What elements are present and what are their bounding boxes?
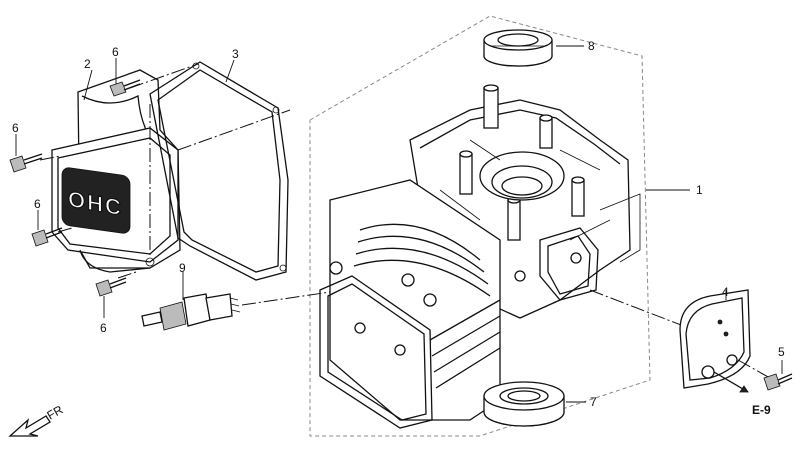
callout-1: 1	[696, 183, 703, 197]
arrow-front-icon	[8, 415, 51, 437]
callout-6-left: 6	[12, 121, 19, 135]
callout-8: 8	[588, 39, 595, 53]
callout-5: 5	[778, 345, 785, 359]
callout-7: 7	[590, 395, 597, 409]
bolt-6c	[31, 227, 63, 247]
callout-2: 2	[84, 57, 91, 71]
crankcase-group-outline	[309, 15, 651, 437]
spark-plug	[141, 293, 241, 331]
bolt-6b	[9, 153, 43, 173]
callout-9: 9	[179, 261, 186, 275]
oil-seal-8	[483, 29, 553, 67]
reference-label: E-9	[752, 403, 771, 417]
head-cover: OHC	[51, 69, 181, 273]
bolt-5	[763, 373, 793, 391]
callout-6-bottom: 6	[100, 321, 107, 335]
cover-plate	[679, 289, 751, 389]
callout-4: 4	[722, 285, 729, 299]
callout-3: 3	[232, 47, 239, 61]
bolt-6d	[95, 277, 127, 297]
oil-seal-7	[483, 381, 565, 427]
callout-6-mid: 6	[34, 197, 41, 211]
head-cover-gasket	[149, 61, 289, 281]
callout-6-top: 6	[112, 45, 119, 59]
crankcase	[319, 84, 641, 429]
bolt-6a	[109, 79, 141, 97]
